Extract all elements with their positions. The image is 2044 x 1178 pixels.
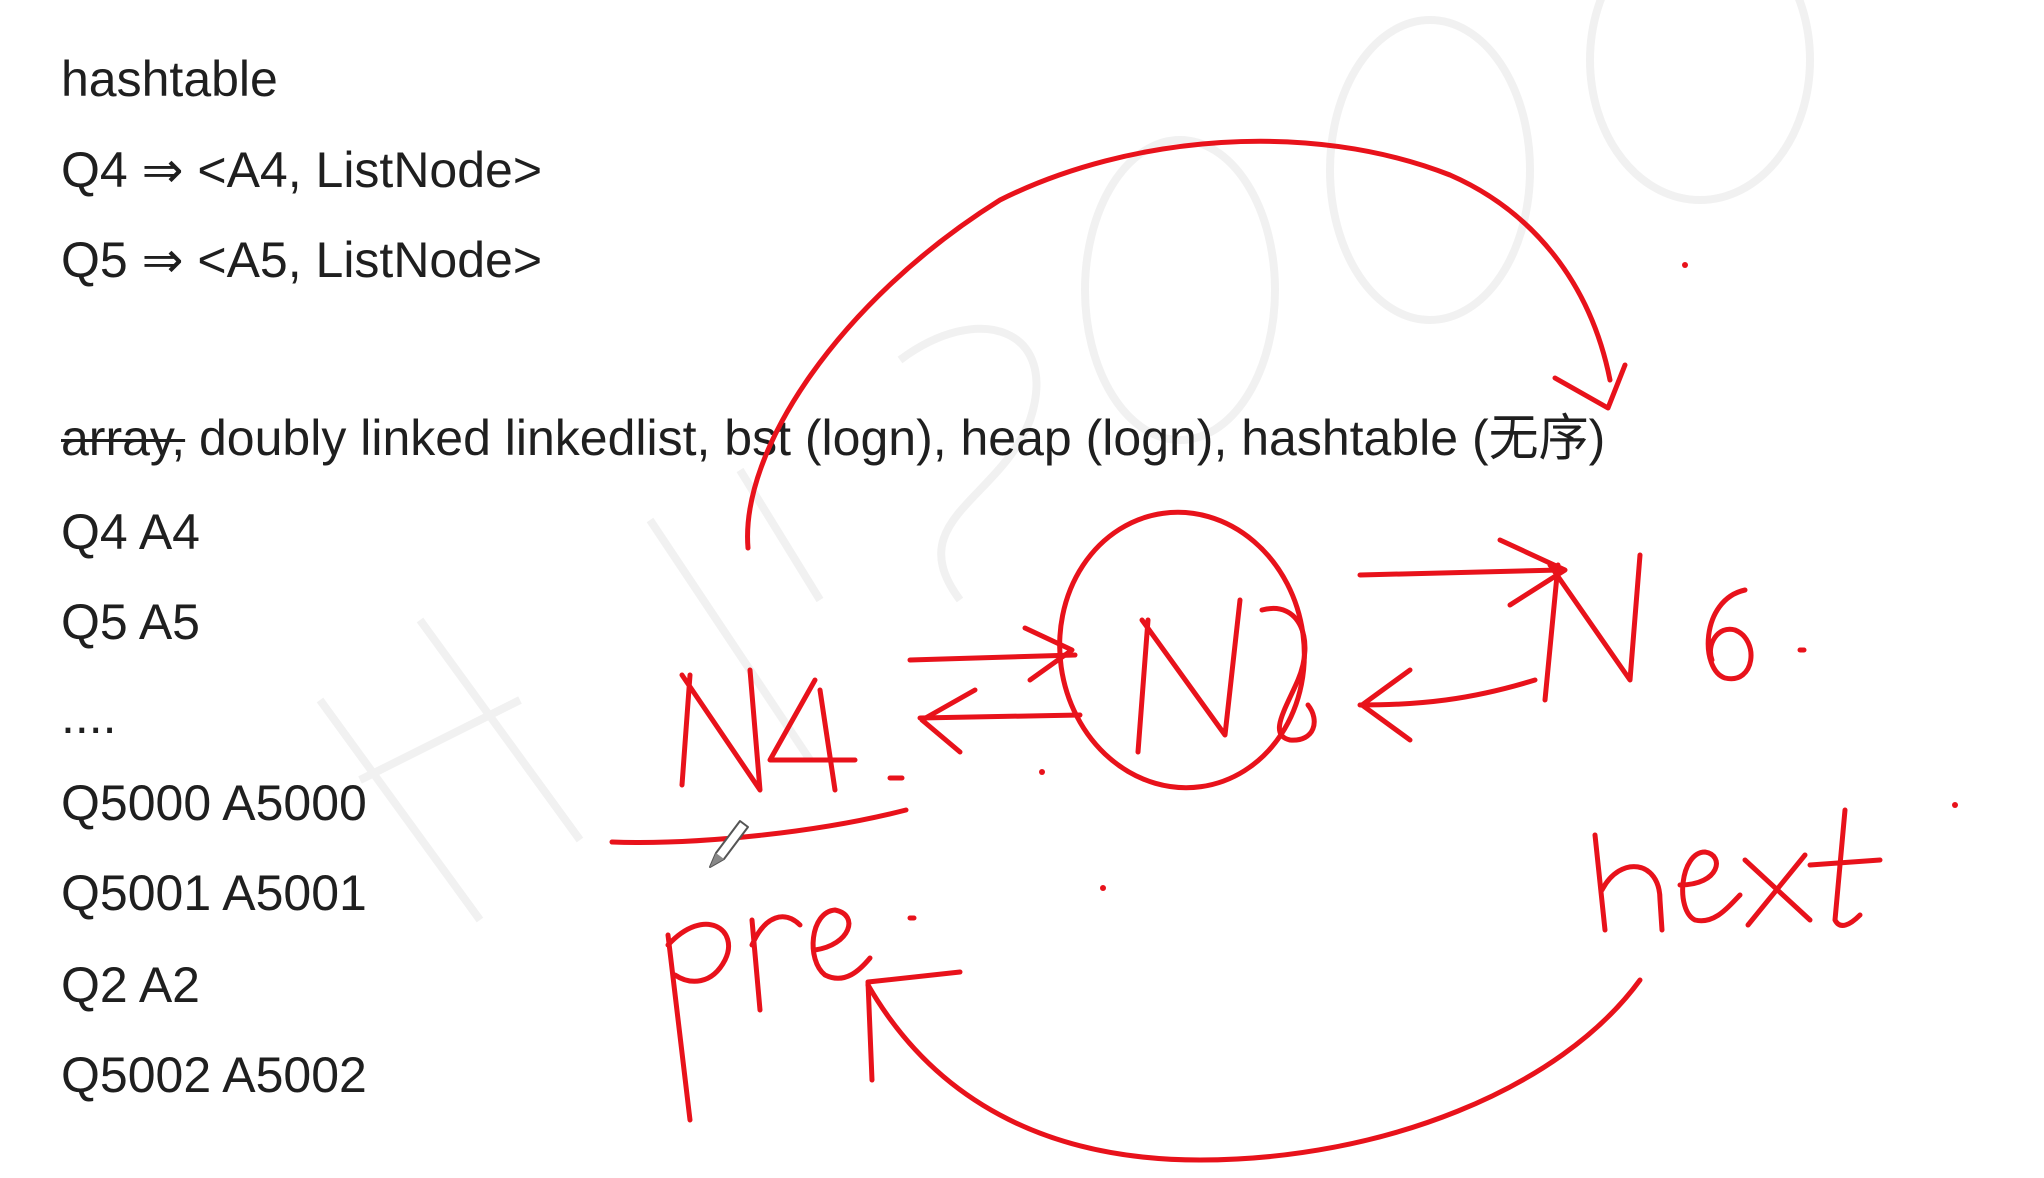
arc-arrow-top: [745, 138, 1613, 551]
node-n4-handwriting: N4: [679, 667, 905, 793]
arrow-n5-to-n4: [917, 712, 1083, 721]
arc-arrowhead-top: [1552, 362, 1628, 411]
label-next-handwriting: next: [1592, 807, 1883, 933]
pencil-cursor-icon: [709, 820, 749, 868]
node-n5-circle: [1057, 509, 1307, 791]
note-line-q5-a5: Q5 A5: [61, 594, 200, 650]
note-line-q4-map: Q4 ⇒ <A4, ListNode>: [61, 142, 543, 198]
arc-arrowhead-bottom: [865, 969, 963, 1083]
note-line-q5-map: Q5 ⇒ <A5, ListNode>: [61, 232, 543, 288]
struck-text: array,: [61, 410, 186, 466]
note-line-q5002: Q5002 A5002: [61, 1047, 367, 1103]
note-line-q5001: Q5001 A5001: [61, 865, 367, 921]
note-line-data-structures: array, doubly linked linkedlist, bst (lo…: [61, 410, 1606, 466]
note-line-q4-a4: Q4 A4: [61, 504, 200, 560]
arrow-n4-to-n5: [907, 652, 1078, 663]
underline-n4: [609, 807, 909, 845]
watermark-strokes: [316, 0, 1814, 923]
note-line-ellipsis: ....: [61, 688, 117, 744]
arrowhead-n5-to-n6: [1497, 537, 1568, 608]
arrowhead-n4-to-n5: [1022, 625, 1075, 683]
arrowhead-n5-to-n4: [919, 687, 978, 755]
node-n5-handwriting: N5: [1135, 597, 1317, 755]
node-n6-handwriting: N6: [1542, 552, 1807, 703]
note-line-hashtable: hashtable: [61, 51, 278, 107]
note-line-q2: Q2 A2: [61, 957, 200, 1013]
arc-arrow-bottom: [865, 977, 1643, 1163]
arrow-n5-to-n6: [1357, 567, 1563, 578]
stray-ink-dots: [1039, 262, 1958, 891]
note-line-q5000: Q5000 A5000: [61, 775, 367, 831]
label-pre-handwriting: pre: [665, 907, 917, 1123]
arrow-n6-to-n5: [1357, 677, 1538, 708]
arrowhead-n6-to-n5: [1359, 667, 1413, 743]
